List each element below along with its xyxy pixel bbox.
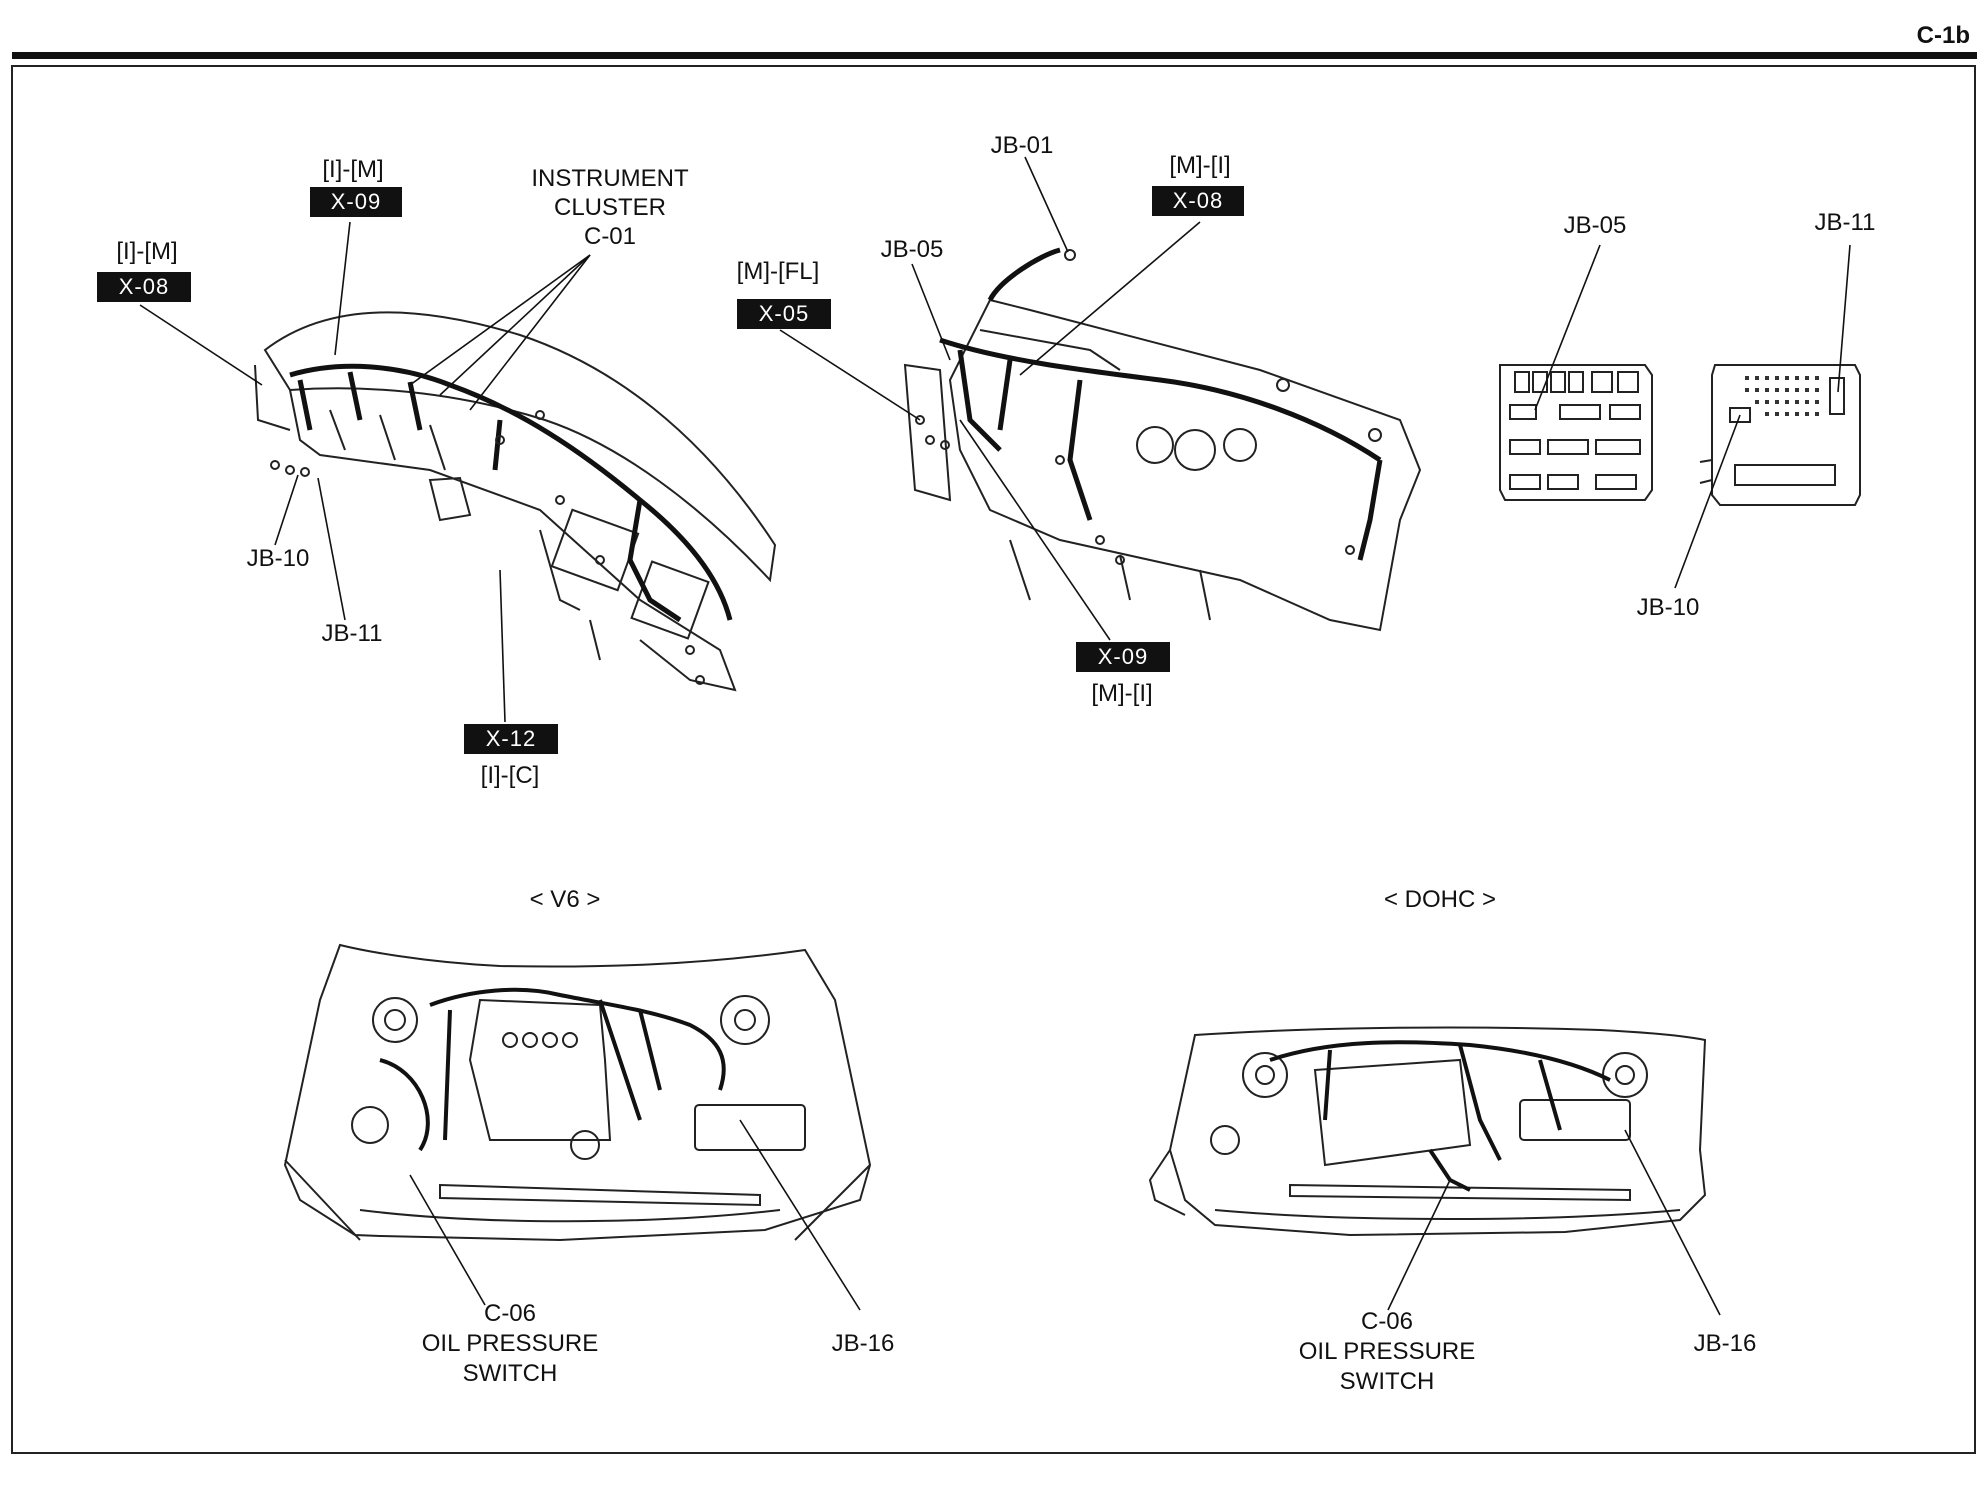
diagram-frame — [11, 65, 1976, 1454]
v6-c06-code: C-06 — [483, 1300, 537, 1327]
v6-c06-name-line2: SWITCH — [462, 1360, 558, 1387]
jb11-label-left: JB-11 — [321, 620, 383, 647]
header-rule — [12, 52, 1977, 59]
dohc-section-title: < DOHC > — [1383, 886, 1497, 913]
dashboard-right-leaders — [779, 156, 1201, 641]
jb05-label-dash: JB-05 — [880, 236, 944, 263]
dashboard-right-illustration — [903, 298, 1422, 632]
x08-right-connector-tag: X-08 — [1152, 186, 1244, 216]
instrument-cluster-line1: INSTRUMENT — [531, 165, 689, 192]
x08-route-label: [I]-[M] — [116, 238, 178, 265]
jb11-label-box: JB-11 — [1814, 209, 1876, 236]
x09-route-label: [I]-[M] — [322, 156, 384, 183]
engine-v6-illustration — [283, 943, 872, 1242]
dashboard-right-harness — [939, 247, 1383, 561]
instrument-cluster-code: C-01 — [583, 223, 637, 250]
dashboard-left-illustration — [254, 311, 777, 692]
engine-v6-harness — [379, 987, 726, 1152]
x09-right-route-label: [M]-[I] — [1091, 680, 1153, 707]
page-number: C-1b — [1916, 22, 1970, 49]
engine-dohc-illustration — [1148, 1026, 1707, 1237]
junction-box-jb11-illustration — [1699, 364, 1861, 506]
x05-connector-tag: X-05 — [737, 299, 831, 329]
v6-jb16-label: JB-16 — [831, 1330, 895, 1357]
engine-v6-leaders — [409, 1119, 861, 1311]
x12-route-label: [I]-[C] — [480, 762, 540, 789]
jb05-label-box: JB-05 — [1563, 212, 1627, 239]
dashboard-right-connectors — [915, 249, 1355, 565]
engine-dohc-leaders — [1387, 1129, 1721, 1316]
junction-box-jb11-grid — [1745, 376, 1819, 416]
jb01-label: JB-01 — [990, 132, 1054, 159]
jb10-label-box: JB-10 — [1636, 594, 1700, 621]
dohc-jb16-label: JB-16 — [1693, 1330, 1757, 1357]
v6-c06-name-line1: OIL PRESSURE — [421, 1330, 599, 1357]
junction-box-jb05-illustration — [1499, 364, 1653, 501]
x05-route-label: [M]-[FL] — [736, 258, 820, 285]
instrument-cluster-line2: CLUSTER — [553, 194, 667, 221]
jb10-label-left: JB-10 — [246, 545, 310, 572]
dashboard-left-connectors — [270, 410, 705, 685]
x09-connector-tag: X-09 — [310, 187, 402, 217]
x09-right-connector-tag: X-09 — [1076, 642, 1170, 672]
dohc-c06-name-line2: SWITCH — [1339, 1368, 1435, 1395]
dashboard-left-leaders — [139, 221, 591, 723]
dashboard-left-harness — [289, 363, 733, 623]
v6-section-title: < V6 > — [529, 886, 601, 913]
x08-connector-tag: X-08 — [97, 272, 191, 302]
engine-dohc-harness — [1269, 1040, 1611, 1192]
junction-box-leaders — [1534, 244, 1851, 589]
x08-right-route-label: [M]-[I] — [1169, 152, 1231, 179]
dohc-c06-code: C-06 — [1360, 1308, 1414, 1335]
x12-connector-tag: X-12 — [464, 724, 558, 754]
dohc-c06-name-line1: OIL PRESSURE — [1298, 1338, 1476, 1365]
